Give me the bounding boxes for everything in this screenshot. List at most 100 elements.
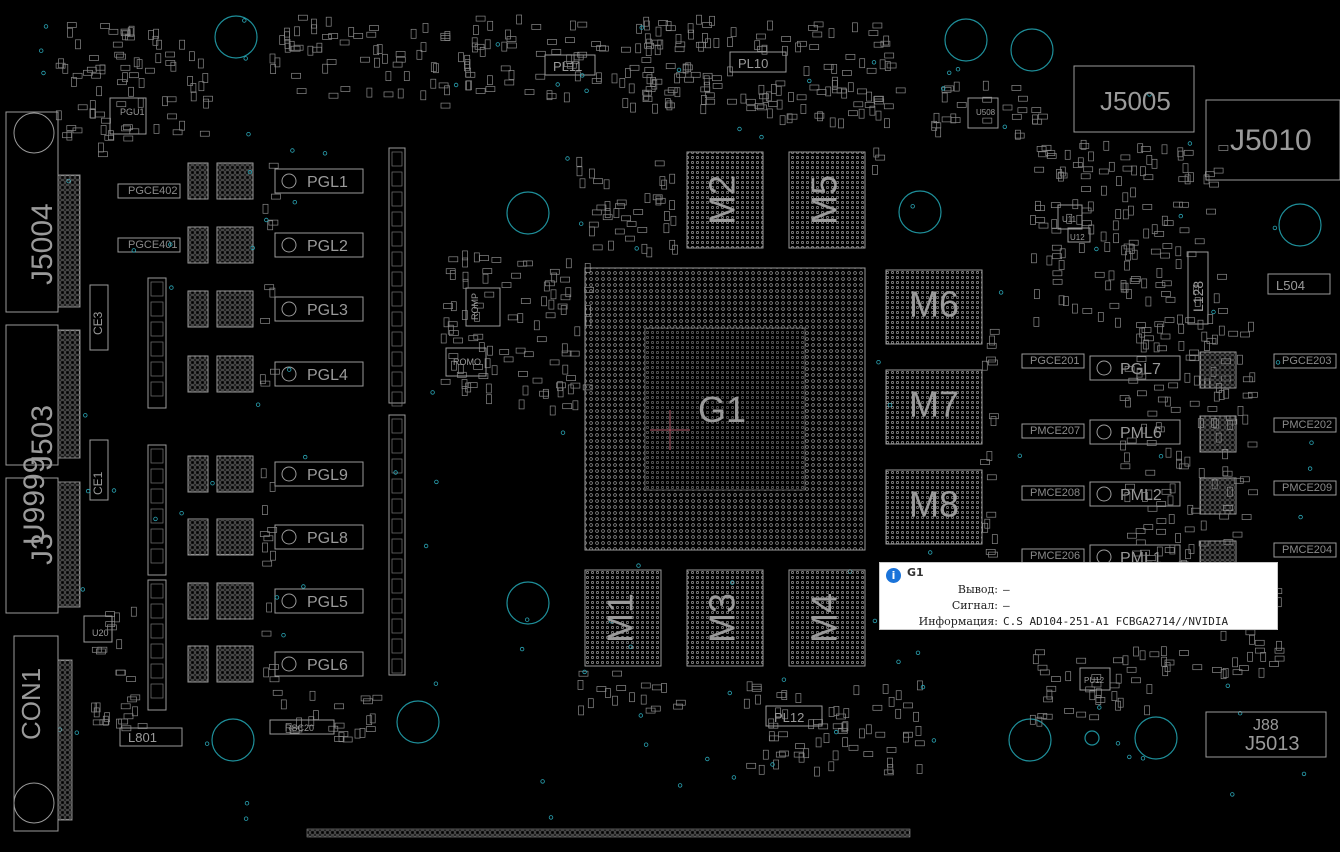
passive-component	[270, 368, 280, 375]
passive-component	[809, 44, 820, 50]
memory-chip-m6[interactable]: M6	[885, 269, 983, 345]
passive-component	[669, 173, 676, 184]
passive-component	[1034, 166, 1045, 173]
passive-component	[366, 715, 373, 726]
memory-chip-label: M4	[804, 593, 845, 643]
passive-component	[572, 400, 579, 411]
phase-inductor-pgl6[interactable]: PGL6	[187, 645, 364, 683]
passive-component	[130, 606, 137, 617]
phase-inductor-pgl7[interactable]: PGL7	[1089, 351, 1237, 389]
phase-inductor-pgl4[interactable]: PGL4	[187, 355, 364, 393]
passive-component	[148, 30, 154, 40]
via	[871, 60, 877, 65]
memory-chip-label: M2	[702, 175, 743, 225]
via	[896, 659, 901, 664]
bulk-capacitor: PMCE209	[1273, 480, 1337, 496]
passive-component	[577, 21, 588, 28]
passive-component	[484, 291, 495, 298]
passive-component	[652, 103, 658, 114]
passive-component	[1029, 714, 1036, 725]
passive-component	[1141, 327, 1152, 333]
passive-component	[1136, 333, 1143, 344]
passive-component	[284, 27, 290, 38]
passive-component	[376, 44, 383, 54]
passive-component	[71, 77, 77, 87]
phase-inductor-pgl1[interactable]: PGL1	[187, 162, 364, 200]
passive-component	[1150, 248, 1161, 255]
phase-inductor-pgl9[interactable]: PGL9	[187, 455, 364, 493]
passive-component	[875, 110, 882, 121]
passive-component	[625, 235, 635, 242]
passive-component	[809, 84, 820, 91]
passive-component	[650, 705, 661, 712]
via	[705, 756, 710, 762]
via	[433, 681, 439, 686]
via	[910, 204, 915, 209]
phase-inductor-label: PGL3	[307, 302, 348, 319]
passive-component	[128, 86, 134, 97]
via	[322, 151, 328, 156]
passive-component	[779, 750, 789, 757]
phase-inductor-pgl2[interactable]: PGL2	[187, 226, 364, 264]
passive-component	[702, 72, 713, 79]
passive-component	[262, 542, 268, 553]
memory-chip-m8[interactable]: M8	[885, 469, 983, 545]
passive-component	[1136, 367, 1143, 378]
passive-component	[604, 201, 611, 211]
memory-chip-m3[interactable]: M3	[686, 569, 764, 667]
passive-component	[549, 359, 560, 366]
phase-inductor-pgl5[interactable]: PGL5	[187, 582, 364, 620]
gpu-g1[interactable]: G1	[584, 267, 866, 551]
passive-component	[986, 356, 996, 363]
passive-component	[203, 95, 213, 102]
memory-chip-m5[interactable]: M5	[788, 151, 866, 249]
memory-chip-m4[interactable]: M4	[788, 569, 866, 667]
phase-inductor-pgl8[interactable]: PGL8	[187, 518, 364, 556]
passive-component	[75, 39, 81, 50]
via	[1309, 440, 1314, 445]
passive-component	[270, 550, 276, 561]
passive-component	[1130, 187, 1136, 198]
passive-component	[666, 25, 676, 32]
passive-component	[1133, 646, 1139, 657]
passive-component	[596, 45, 606, 51]
passive-component	[486, 394, 492, 405]
passive-component	[1131, 249, 1138, 260]
passive-component	[825, 86, 832, 97]
passive-component	[1141, 278, 1148, 289]
passive-component	[259, 531, 270, 537]
via	[928, 550, 933, 555]
phase-inductor-pml6[interactable]: PML6	[1089, 415, 1237, 453]
passive-component	[1011, 113, 1022, 120]
via	[638, 713, 643, 718]
memory-chip-m1[interactable]: M1	[584, 569, 662, 667]
passive-component	[1043, 696, 1053, 703]
passive-component	[198, 81, 205, 92]
passive-component	[471, 37, 478, 48]
passive-component	[836, 87, 847, 94]
passive-component	[1064, 149, 1071, 160]
via	[1275, 360, 1281, 365]
phase-inductor-label: PML2	[1120, 487, 1162, 504]
capacitor-column	[147, 277, 167, 409]
phase-inductor-pml2[interactable]: PML2	[1089, 477, 1237, 515]
passive-component	[852, 22, 858, 33]
passive-component	[443, 317, 450, 328]
component-info-tooltip: i G1 Вывод:— Сигнал:— Информация:C.S AD1…	[879, 562, 1278, 630]
memory-chip-m7[interactable]: M7	[885, 369, 983, 445]
via	[580, 73, 585, 78]
via	[1301, 771, 1307, 777]
passive-component	[1169, 483, 1176, 494]
tooltip-key: Сигнал:	[951, 599, 998, 612]
phase-inductor-pgl3[interactable]: PGL3	[187, 290, 364, 328]
passive-component	[1164, 547, 1175, 553]
memory-chip-m2[interactable]: M2	[686, 151, 764, 249]
passive-component	[980, 459, 990, 465]
passive-component	[1204, 378, 1211, 389]
passive-component	[520, 298, 531, 304]
passive-component	[269, 287, 276, 298]
passive-component	[865, 724, 872, 735]
via	[941, 86, 946, 91]
passive-component	[289, 727, 300, 734]
